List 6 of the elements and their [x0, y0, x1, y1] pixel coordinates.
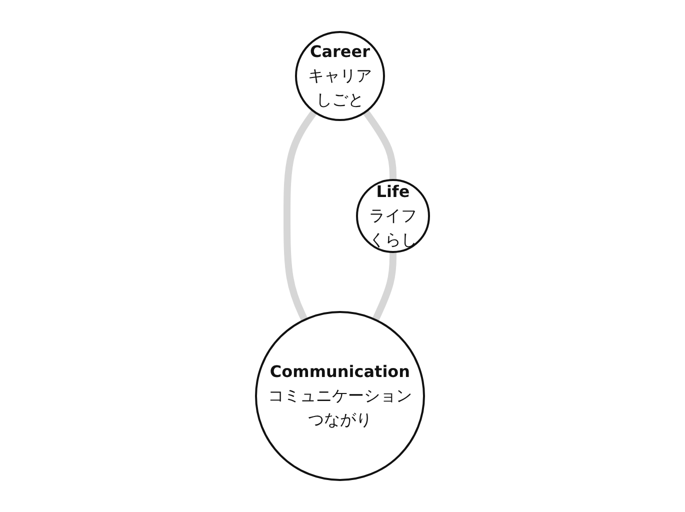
connector — [284, 110, 318, 322]
connector — [372, 252, 396, 322]
connector — [362, 110, 396, 180]
node-circle: Life ライフ くらし — [356, 179, 430, 253]
node-circle: Communication コミュニケーション つながり — [255, 311, 425, 481]
node-circle: Career キャリア しごと — [295, 31, 385, 121]
